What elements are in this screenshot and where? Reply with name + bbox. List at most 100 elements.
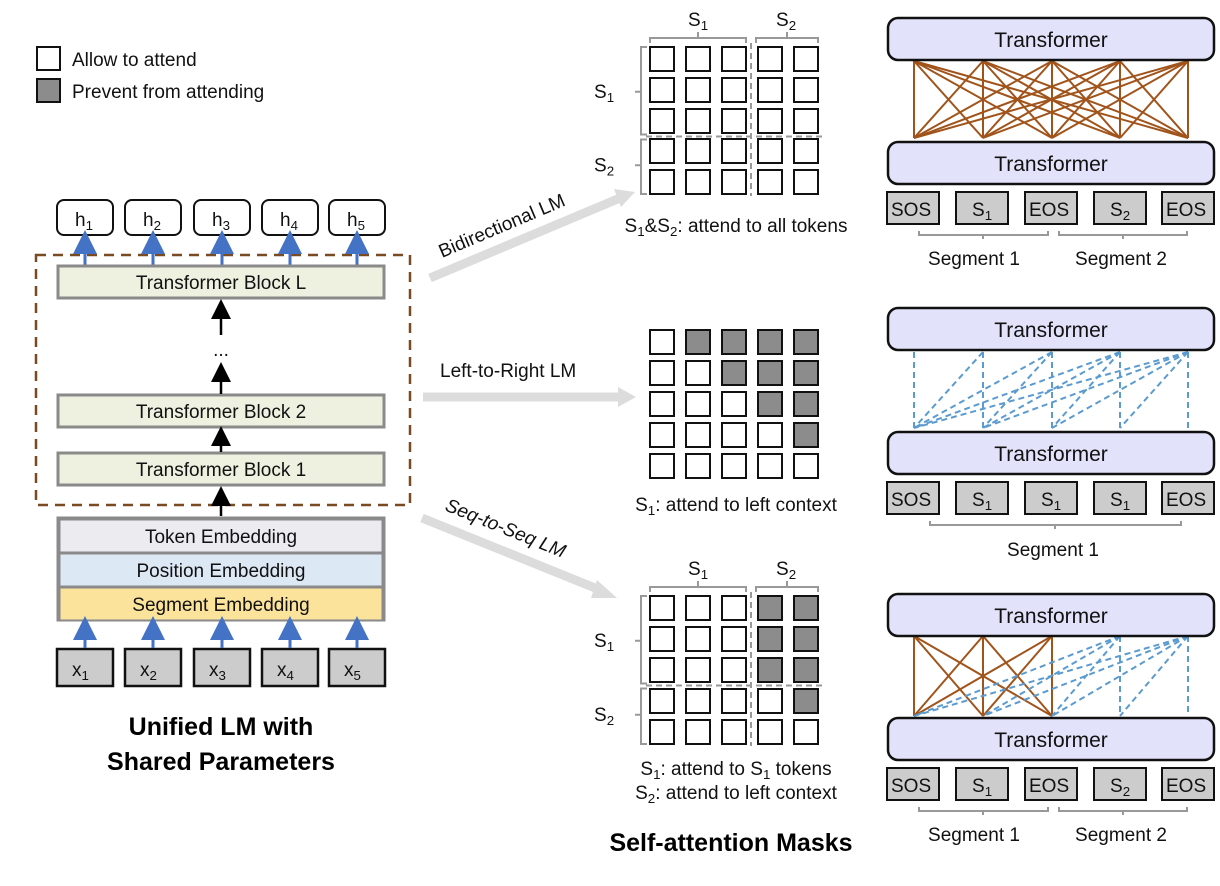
svg-text:x1: x1	[72, 660, 89, 683]
mask-cell-allow	[685, 360, 711, 386]
svg-text:SOS: SOS	[891, 776, 931, 797]
masked-attention-link	[1119, 635, 1189, 717]
legend: Allow to attend Prevent from attending	[36, 46, 264, 103]
position-embedding: Position Embedding	[58, 552, 384, 588]
mask-cell-allow	[757, 719, 783, 745]
token-embedding: Token Embedding	[58, 518, 384, 554]
svg-text:S1: S1	[1110, 490, 1130, 513]
masked-attention-link	[913, 351, 1189, 429]
mask-cell-allow	[649, 595, 675, 621]
hidden-state-output: h5	[328, 199, 386, 265]
mask-cell-allow	[649, 138, 675, 164]
position-embedding-label: Position Embedding	[137, 561, 306, 582]
full-attention-link	[982, 60, 1189, 139]
mask-cell-allow	[649, 108, 675, 134]
transformer-block-label: Transformer Block 2	[136, 402, 306, 423]
svg-text:h2: h2	[143, 210, 161, 233]
mask-cell-allow	[757, 77, 783, 103]
mask-cell-allow	[649, 391, 675, 417]
masked-attention-link	[982, 351, 1121, 429]
hidden-state-output: h3	[193, 199, 251, 265]
transformer-block: Transformer Block L	[56, 264, 386, 300]
mask-cell-allow	[685, 391, 711, 417]
segment-bracket	[918, 231, 1049, 239]
segment-token: S1	[1024, 481, 1078, 515]
input-token: x3	[192, 616, 252, 688]
mask-cell-prevent	[757, 391, 783, 417]
mask-cell-allow	[685, 108, 711, 134]
upper-transformer: Transformer	[886, 592, 1216, 638]
svg-text:S1: S1	[688, 559, 708, 582]
svg-text:h5: h5	[347, 210, 365, 233]
mask-cell-allow	[685, 422, 711, 448]
mask-cell-allow	[721, 422, 747, 448]
mask-cell-prevent	[757, 360, 783, 386]
mask-cell-prevent	[721, 329, 747, 355]
segment-token: EOS	[1024, 767, 1078, 801]
svg-text:S2: S2	[776, 10, 796, 33]
svg-text:S2: S2	[594, 155, 614, 178]
mask-cell-allow	[649, 169, 675, 195]
column-bracket	[755, 32, 819, 43]
left-title-line2: Shared Parameters	[107, 748, 335, 776]
segment-label: Segment 2	[1075, 249, 1167, 270]
masked-attention-link	[913, 635, 1189, 717]
mask-cell-prevent	[793, 595, 819, 621]
mask-cell-prevent	[757, 657, 783, 683]
mask-cell-allow	[685, 719, 711, 745]
mask-cell-allow	[649, 626, 675, 652]
svg-text:S1: S1	[688, 10, 708, 33]
segment-label: Segment 2	[1075, 825, 1167, 846]
mask-cell-allow	[793, 77, 819, 103]
left-to-right-arrow-label: Left-to-Right LM	[440, 361, 576, 382]
masked-attention-link	[1119, 351, 1189, 429]
masked-attention-link	[913, 351, 1053, 429]
segment-label: Segment 1	[1007, 540, 1099, 561]
lower-transformer: Transformer	[886, 140, 1216, 186]
mask-cell-allow	[685, 688, 711, 714]
lower-transformer: Transformer	[886, 716, 1216, 762]
legend-prevent-swatch	[36, 78, 61, 103]
attention-connections	[913, 60, 1189, 139]
attention-connections	[913, 351, 1189, 429]
segment-label: Segment 1	[928, 249, 1020, 270]
mask-caption: S2: attend to left context	[635, 783, 837, 806]
row-bracket	[635, 595, 647, 685]
mask-cell-allow	[685, 169, 711, 195]
left-to-right-arrow: Left-to-Right LM	[423, 361, 636, 407]
mask-cell-allow	[721, 595, 747, 621]
svg-text:S1: S1	[594, 82, 614, 105]
segment-token: S1	[955, 191, 1009, 225]
mask-cell-allow	[757, 422, 783, 448]
masked-attention-link	[982, 351, 1189, 429]
transformer-block: Transformer Block 1	[56, 451, 386, 487]
mask-cell-prevent	[757, 626, 783, 652]
segment-bracket	[1058, 807, 1188, 815]
mask-cell-allow	[757, 688, 783, 714]
column-bracket	[755, 581, 819, 592]
masked-attention-link	[1051, 351, 1189, 429]
mask-cell-allow	[721, 391, 747, 417]
mask-cell-allow	[721, 46, 747, 72]
mask-caption: S1: attend to left context	[635, 495, 837, 518]
lower-transformer: Transformer	[886, 430, 1216, 476]
masked-attention-link	[1051, 635, 1189, 717]
mask-cell-allow	[649, 360, 675, 386]
transformer-label: Transformer	[994, 153, 1108, 176]
full-attention-link	[1119, 60, 1189, 139]
upper-transformer: Transformer	[886, 16, 1216, 62]
masked-attention-link	[982, 351, 1053, 429]
svg-text:x5: x5	[344, 660, 361, 683]
mask-cell-prevent	[721, 360, 747, 386]
svg-text:S1: S1	[972, 490, 992, 513]
segment-token: SOS	[886, 767, 940, 801]
mask-cell-allow	[685, 46, 711, 72]
task-arrows: Bidirectional LM Left-to-Right LM Seq-to…	[420, 189, 636, 598]
svg-text:S1: S1	[972, 200, 992, 223]
segment-bracket	[1058, 231, 1188, 239]
mask-cell-allow	[793, 138, 819, 164]
transformer-label: Transformer	[994, 319, 1108, 342]
